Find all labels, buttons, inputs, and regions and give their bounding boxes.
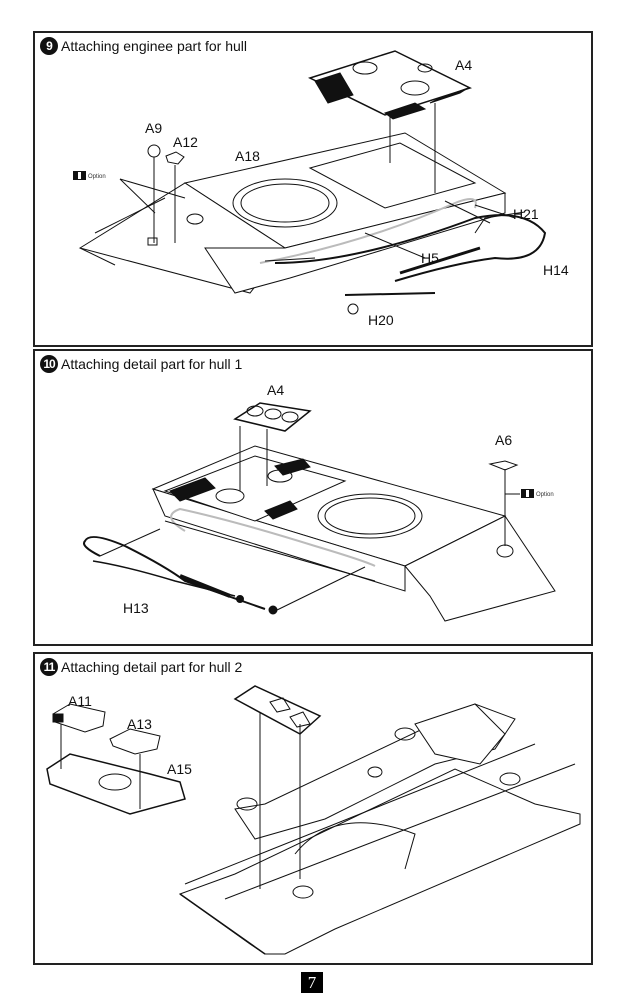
step-10-panel: 10 Attaching detail part for hull 1 xyxy=(33,349,593,646)
engine-bay-opening xyxy=(308,142,477,209)
step-10-diagram: Option A4 A6 H13 xyxy=(83,382,556,622)
page-number: 7 xyxy=(301,972,323,993)
part-a6 xyxy=(488,460,519,471)
part-h13-cable xyxy=(83,536,266,610)
option-label: Option xyxy=(536,492,554,498)
part-label-h5: H5 xyxy=(421,250,439,266)
part-h20-rod xyxy=(344,292,436,296)
hull-rear-slope xyxy=(404,515,556,622)
part-label-a4: A4 xyxy=(267,382,284,398)
part-label-a15: A15 xyxy=(167,761,192,777)
step-title: Attaching enginee part for hull xyxy=(61,38,248,54)
step-number-badge: 10 xyxy=(40,355,58,373)
part-a12 xyxy=(165,151,185,165)
step-title: Attaching detail part for hull 2 xyxy=(61,659,243,675)
step-number-badge: 11 xyxy=(40,658,58,676)
part-h5 xyxy=(399,246,481,275)
hatch-plate xyxy=(233,685,322,735)
part-a11-cover xyxy=(52,703,106,733)
step-11-diagram: A11 A13 A15 xyxy=(46,685,581,955)
part-h20 xyxy=(347,303,359,315)
part-label-a13: A13 xyxy=(127,716,152,732)
part-h14-cable xyxy=(274,214,547,282)
part-label-a9: A9 xyxy=(145,120,162,136)
part-a9-bracket xyxy=(147,237,158,246)
part-label-a6: A6 xyxy=(495,432,512,448)
hull-side xyxy=(204,192,506,294)
part-a13-cover xyxy=(109,728,161,755)
part-label-a4: A4 xyxy=(455,57,472,73)
step-number-badge: 9 xyxy=(40,37,58,55)
part-label-h13: H13 xyxy=(123,600,149,616)
part-label-a18: A18 xyxy=(235,148,260,164)
part-label-h14: H14 xyxy=(543,262,569,278)
hull-side xyxy=(152,488,406,592)
part-label-h21: H21 xyxy=(513,206,539,222)
option-label: Option xyxy=(88,174,106,180)
part-a4-vent-cover xyxy=(233,402,312,432)
step-11-panel: 11 Attaching detail part for hull 2 xyxy=(33,652,593,965)
part-a9 xyxy=(147,144,161,158)
step-9-header: 9 Attaching enginee part for hull xyxy=(40,37,247,55)
turret-ring xyxy=(317,493,423,539)
option-icon xyxy=(521,489,534,498)
option-icon xyxy=(73,171,86,180)
part-label-a11: A11 xyxy=(68,693,92,709)
part-a4-engine-deck xyxy=(307,50,473,120)
part-label-a12: A12 xyxy=(173,134,198,150)
step-title: Attaching detail part for hull 1 xyxy=(61,356,243,372)
hatch-knob xyxy=(186,213,204,225)
step-9-panel: 9 Attaching enginee part for hull xyxy=(33,31,593,347)
part-h21 xyxy=(474,211,526,234)
step-10-header: 10 Attaching detail part for hull 1 xyxy=(40,355,242,373)
step-11-header: 11 Attaching detail part for hull 2 xyxy=(40,658,242,676)
part-label-h20: H20 xyxy=(368,312,394,328)
step-9-diagram: Option A4 A9 A12 A18 H21 H5 H14 H20 xyxy=(73,50,569,328)
part-a15-plate xyxy=(46,753,186,815)
turret-ring xyxy=(232,178,338,228)
